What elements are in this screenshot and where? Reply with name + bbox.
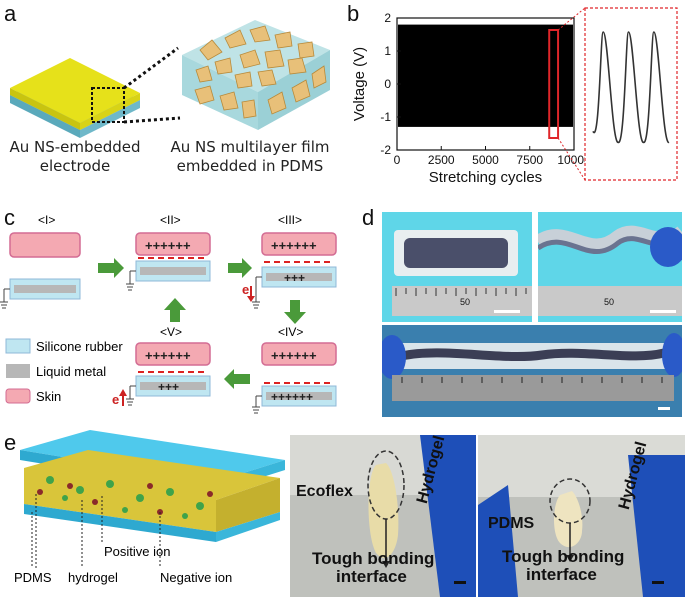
au-electrode-icon [10,58,140,138]
caption-a-right-line2: embedded in PDMS [176,157,324,175]
caption-a-left-line1: Au NS-embedded [9,138,141,156]
panel-label-d: d [362,205,375,230]
caption-a-left-line2: electrode [39,157,111,175]
svg-text:e: e [112,392,119,407]
x-axis-title: Stretching cycles [429,169,542,186]
svg-text:+++: +++ [284,271,305,285]
legend-swatch-metal [6,364,30,378]
caption-a-left: Au NS-embedded electrode [0,138,150,176]
photo-e-ecoflex: Ecoflex Hydrogel Tough bonding interface [290,435,476,597]
photo-d-twisted: 50 [538,212,682,322]
caption-a-right-line1: Au NS multilayer film [170,138,330,156]
svg-text:++++++: ++++++ [145,348,191,363]
panel-label-a: a [4,1,17,26]
panel-c-diagram: <I> <II> <III> <IV> <V> ++++++ ++++++ ++… [0,213,337,414]
label-bonding-photo1: Tough bonding [312,549,435,568]
stage-label-2: <II> [160,213,181,227]
ruler-mark-2: 50 [604,297,615,307]
multilayer-film-icon [182,20,330,130]
svg-text:++++++: ++++++ [271,238,317,253]
highlight-box [548,29,560,139]
panel-a-illustration [10,20,330,138]
arrow-left-icon [224,369,250,389]
inset-waveform [592,31,670,144]
label-negative-ion: Negative ion [160,570,232,585]
arrow-right-icon [228,258,252,278]
legend-swatch-skin [5,388,31,404]
label-bonding-photo2: Tough bonding [502,547,625,566]
panel-label-c: c [4,205,15,230]
label-ecoflex: Ecoflex [296,483,353,500]
x-tick-label: 7500 [516,153,543,167]
legend-swatch-rubber [5,338,31,354]
electron-label: e [242,282,249,297]
metal-layer [14,285,76,293]
photo-d-stretched [382,325,682,417]
y-tick-label: 1 [384,44,391,58]
zoom-box [91,87,125,123]
label-hydrogel: hydrogel [68,570,118,585]
legend-label-skin: Skin [36,389,61,404]
svg-text:++++++: ++++++ [271,348,317,363]
x-tick-label: 5000 [472,153,499,167]
photo-e-pdms: PDMS Hydrogel Tough bonding interface [478,435,685,597]
y-tick-label: -2 [380,143,391,157]
label-interface-photo2: interface [526,565,597,584]
y-tick-label: 0 [384,77,391,91]
y-axis-title: Voltage (V) [351,47,368,121]
caption-a-right: Au NS multilayer film embedded in PDMS [160,138,340,176]
arrow-right-icon [98,258,124,278]
charge-plus: ++++++ [145,238,191,253]
stage-label-5: <V> [160,325,182,339]
label-positive-ion: Positive ion [104,544,170,559]
panel-label-b: b [347,1,360,26]
data-band [398,24,573,127]
photo-d-flat: 50 [382,212,532,322]
zoom-line [557,137,586,181]
legend-label-rubber: Silicone rubber [36,339,123,354]
arrow-down-icon [284,300,306,324]
svg-text:++++++: ++++++ [271,390,313,404]
zoom-line [557,7,586,31]
x-tick-label: 10000 [557,153,591,167]
ground-icon [0,288,10,309]
stage-label-4: <IV> [278,325,303,339]
x-tick-label: 2500 [428,153,455,167]
y-tick-label: -1 [380,110,391,124]
ruler-mark: 50 [460,297,471,307]
stage-label-3: <III> [278,213,302,227]
panel-label-e: e [4,430,17,455]
label-interface-photo1: interface [336,567,407,586]
svg-text:+++: +++ [158,380,179,394]
y-tick-label: 2 [384,11,391,25]
label-pdms-photo: PDMS [488,515,535,532]
skin-block [9,232,81,258]
panel-e-illustration: PDMS hydrogel Positive ion Negative ion [14,430,285,585]
label-pdms: PDMS [14,570,52,585]
arrow-up-icon [164,298,186,322]
stage-label-1: <I> [38,213,55,227]
legend-label-metal: Liquid metal [36,364,106,379]
x-tick-label: 0 [394,153,401,167]
